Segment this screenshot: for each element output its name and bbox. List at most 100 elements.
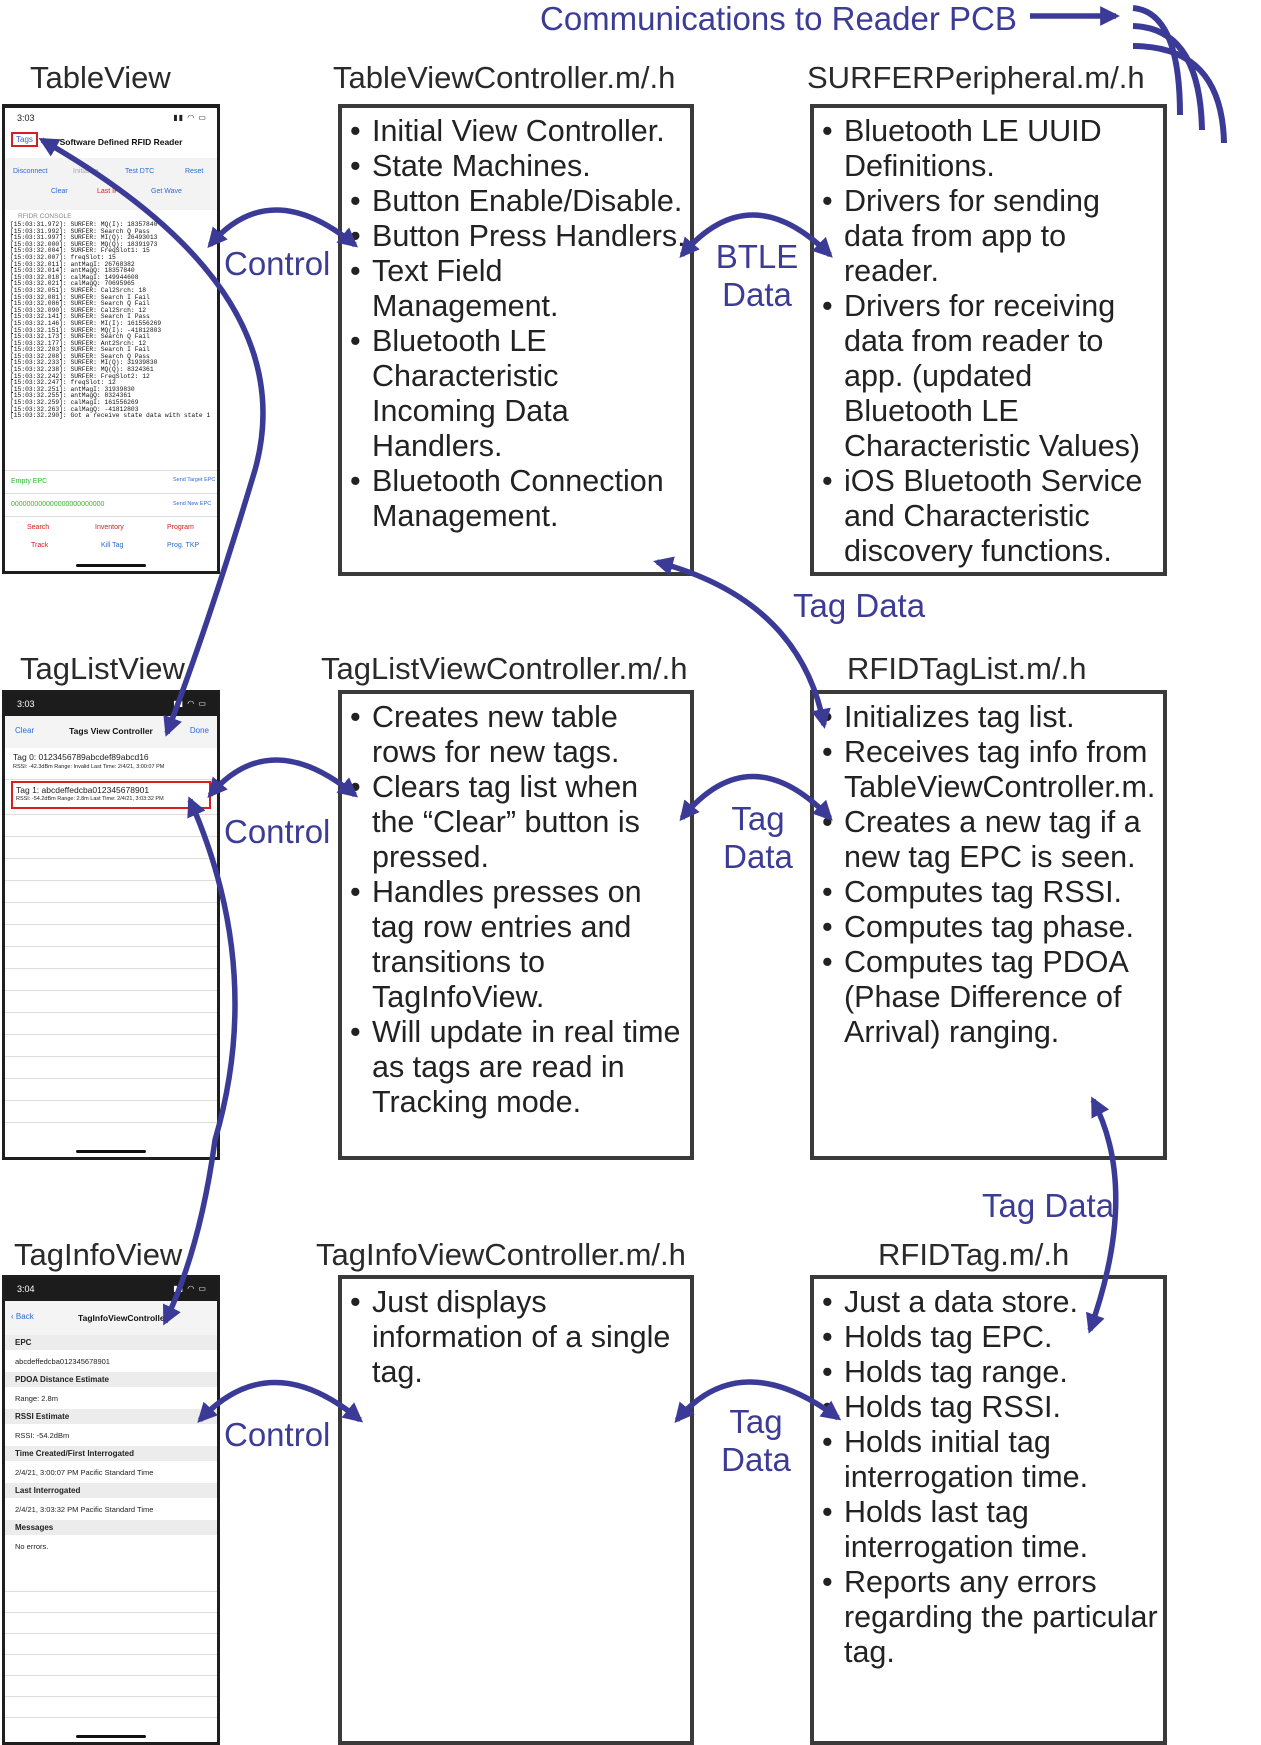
inventory-button[interactable]: Inventory <box>95 524 124 531</box>
label-tag-data-right: Tag Data <box>982 1187 1115 1224</box>
last-ip-button[interactable]: Last IP <box>97 188 119 195</box>
list-rfid-tag: Just a data store. Holds tag EPC. Holds … <box>814 1279 1163 1670</box>
section-messages: Messages No errors. <box>5 1520 217 1557</box>
reset-button[interactable]: Reset <box>185 168 204 175</box>
status-bar: 3:04 ▮▮ ◠ ▭ <box>5 1279 217 1301</box>
get-wave-button[interactable]: Get Wave <box>151 188 182 195</box>
status-bar: 3:03 ▮▮ ◠ ▭ <box>5 694 217 716</box>
row-separator <box>5 902 217 903</box>
action-buttons: Search Inventory Program Track Kill Tag … <box>5 516 217 560</box>
prog-tkp-button[interactable]: Prog. TKP <box>167 542 200 549</box>
label-control-2: Control <box>224 813 331 850</box>
row-separator <box>5 836 217 837</box>
program-button[interactable]: Program <box>167 524 194 531</box>
back-button[interactable]: ‹ Back <box>11 1312 34 1321</box>
send-target-epc-button[interactable]: Send Target EPC <box>173 477 216 483</box>
label-tag-data-bottom: Tag Data <box>721 1403 791 1478</box>
label-btle-data: BTLE Data <box>715 238 799 313</box>
nav-title: Software Defined RFID Reader <box>59 137 183 147</box>
row-separator <box>5 814 217 815</box>
tags-button[interactable]: Tags <box>11 132 38 147</box>
box-surfer-peripheral: Bluetooth LE UUID Definitions. Drivers f… <box>810 104 1167 576</box>
home-indicator <box>76 564 146 567</box>
bullet: Holds tag EPC. <box>820 1320 1159 1355</box>
title-tag-list-view: TagListView <box>20 651 185 686</box>
status-bar: 3:03 ▮▮ ◠ ▭ <box>5 108 217 130</box>
title-rfid-tag: RFIDTag.m/.h <box>878 1237 1070 1272</box>
bullet: Computes tag RSSI. <box>820 875 1159 910</box>
search-button[interactable]: Search <box>27 524 50 531</box>
status-icons: ▮▮ ◠ ▭ <box>173 1284 207 1293</box>
box-rfid-tag: Just a data store. Holds tag EPC. Holds … <box>810 1275 1167 1745</box>
send-new-epc-button[interactable]: Send New EPC <box>173 501 212 507</box>
track-button[interactable]: Track <box>31 542 49 549</box>
arrow-control-2 <box>207 757 359 799</box>
list-rfid-tag-list: Initializes tag list. Receives tag info … <box>814 694 1163 1050</box>
row-separator <box>5 880 217 881</box>
bullet: Button Press Handlers. <box>348 219 686 254</box>
kill-tag-button[interactable]: Kill Tag <box>101 542 124 549</box>
empty-rows <box>5 814 217 1157</box>
tag-row-0[interactable]: Tag 0: 0123456789abcdef89abcd16 RSSI: -4… <box>5 748 217 780</box>
row-separator <box>5 1122 217 1123</box>
bullet: Clears tag list when the “Clear” button … <box>348 770 686 875</box>
section-header: Time Created/First Interrogated <box>5 1446 217 1461</box>
bullet: Drivers for sending data from app to rea… <box>820 184 1159 289</box>
row-separator <box>5 946 217 947</box>
row-separator <box>5 1717 217 1718</box>
section-value: No errors. <box>15 1542 49 1551</box>
row-separator <box>5 1633 217 1634</box>
phone-tag-info-view: 3:04 ▮▮ ◠ ▭ ‹ Back TagInfoViewController… <box>2 1275 220 1745</box>
epc-fields: Empty EPC Send Target EPC 00000000000000… <box>5 470 217 517</box>
list-tag-info-view-controller: Just displays information of a single ta… <box>342 1279 690 1390</box>
section-value: 2/4/21, 3:00:07 PM Pacific Standard Time <box>15 1468 154 1477</box>
title-table-view: TableView <box>30 60 171 95</box>
section-value: Range: 2.8m <box>15 1394 58 1403</box>
tag-row-epc: Tag 1: abcdeffedcba012345678901 <box>16 785 150 795</box>
bullet: Holds tag range. <box>820 1355 1159 1390</box>
tag-row-1[interactable]: Tag 1: abcdeffedcba012345678901 RSSI: -5… <box>11 781 211 809</box>
section-header: EPC <box>5 1335 217 1350</box>
label-tag-data-mid: Tag Data <box>723 800 793 875</box>
bullet: Holds tag RSSI. <box>820 1390 1159 1425</box>
clear-button[interactable]: Clear <box>51 188 68 195</box>
section-header: RSSI Estimate <box>5 1409 217 1424</box>
disconnect-button[interactable]: Disconnect <box>13 168 48 175</box>
bullet: Creates new table rows for new tags. <box>348 700 686 770</box>
console: RFIDR CONSOLE [15:03:31.972]: SURFER: MQ… <box>5 210 217 420</box>
bullet: Creates a new tag if a new tag EPC is se… <box>820 805 1159 875</box>
nav-title: Tags View Controller <box>69 726 153 736</box>
empty-rows <box>5 1591 217 1742</box>
empty-epc-field[interactable]: Empty EPC <box>11 478 48 485</box>
list-table-view-controller: Initial View Controller. State Machines.… <box>342 108 690 534</box>
bullet: Just displays information of a single ta… <box>348 1285 686 1390</box>
initialize-button[interactable]: Initialize <box>73 168 99 175</box>
chevron-left-icon: ‹ <box>11 1312 14 1321</box>
row-separator <box>5 1078 217 1079</box>
clear-button[interactable]: Clear <box>15 726 35 735</box>
bullet: Receives tag info from TableViewControll… <box>820 735 1159 805</box>
nav-title: TagInfoViewController <box>78 1313 168 1323</box>
bullet: Reports any errors regarding the particu… <box>820 1565 1159 1670</box>
box-rfid-tag-list: Initializes tag list. Receives tag info … <box>810 690 1167 1160</box>
row-separator <box>5 1696 217 1697</box>
bullet: Bluetooth LE Characteristic Incoming Dat… <box>348 324 686 464</box>
communications-label: Communications to Reader PCB <box>540 0 1017 37</box>
done-button[interactable]: Done <box>189 726 209 735</box>
row-separator <box>5 990 217 991</box>
section-header: Last Interrogated <box>5 1483 217 1498</box>
bullet: Will update in real time as tags are rea… <box>348 1015 686 1120</box>
console-lines: [15:03:31.972]: SURFER: MQ(I): 18357840[… <box>10 221 212 420</box>
test-dtc-button[interactable]: Test DTC <box>125 168 155 175</box>
bullet: Just a data store. <box>820 1285 1159 1320</box>
tag-row-info: RSSI: -54.2dBm Range: 2.8m Last Time: 2/… <box>16 796 164 802</box>
row-separator <box>5 1675 217 1676</box>
section-pdoa: PDOA Distance Estimate Range: 2.8m <box>5 1372 217 1409</box>
row-separator <box>5 1012 217 1013</box>
section-last-interrogated: Last Interrogated 2/4/21, 3:03:32 PM Pac… <box>5 1483 217 1520</box>
console-line: [15:03:32.290]: Got a receive state data… <box>10 412 211 420</box>
list-surfer-peripheral: Bluetooth LE UUID Definitions. Drivers f… <box>814 108 1163 569</box>
status-time: 3:04 <box>17 1284 35 1294</box>
new-epc-field[interactable]: 000000000000000000000000 <box>11 501 105 508</box>
control-panel: Disconnect Initialize Test DTC Reset Cle… <box>5 158 217 210</box>
